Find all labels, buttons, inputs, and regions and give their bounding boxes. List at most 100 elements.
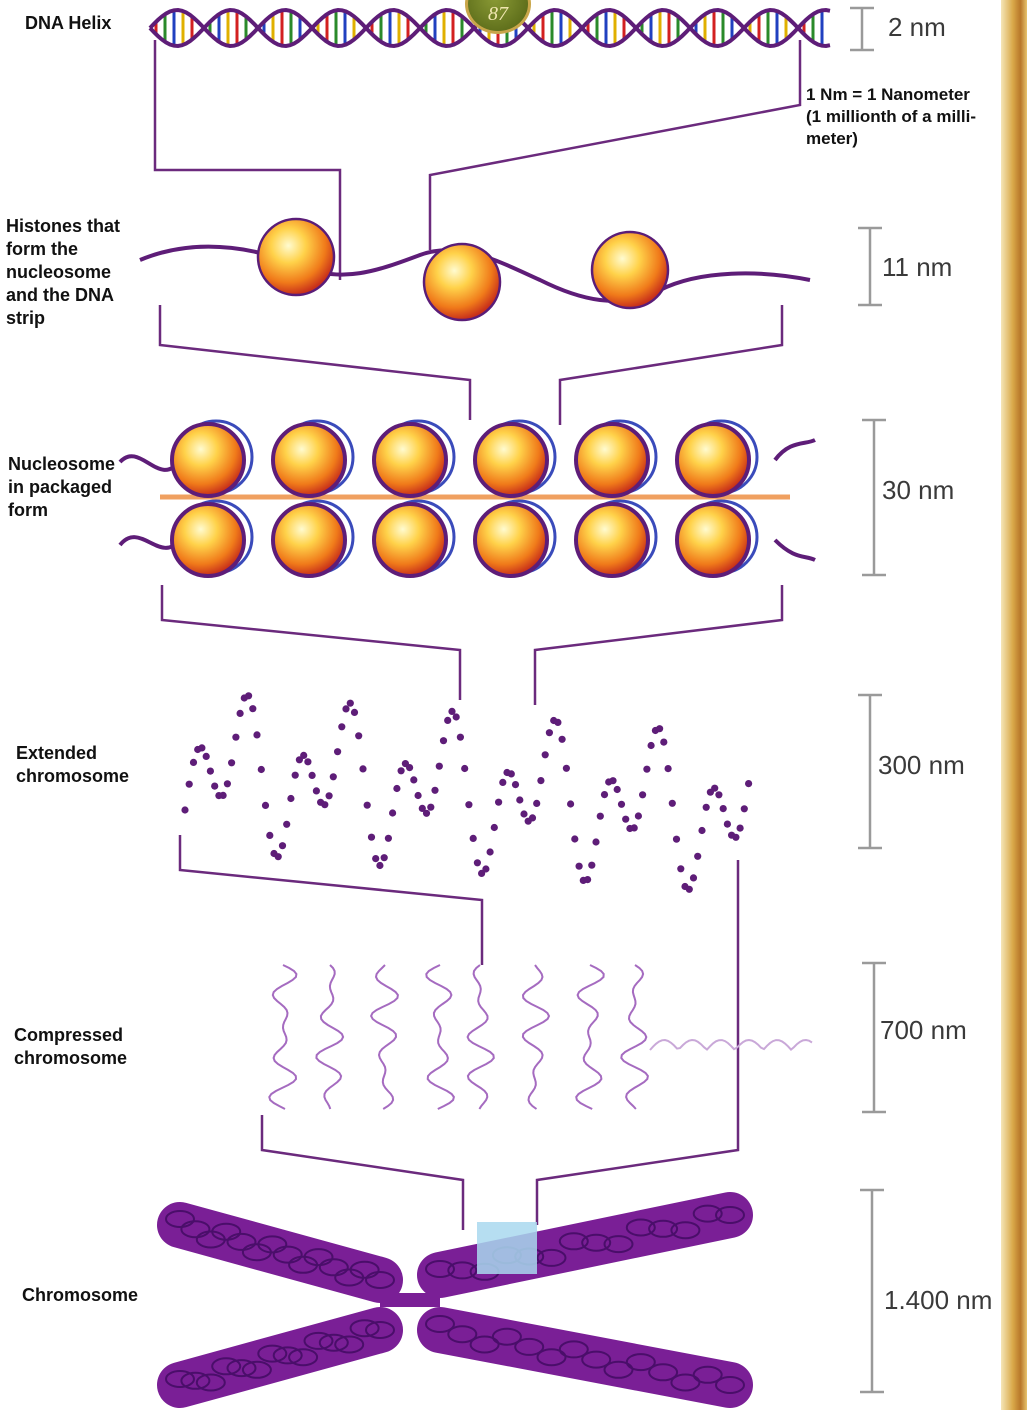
chromatin-bead bbox=[703, 804, 710, 811]
chromatin-bead bbox=[207, 768, 214, 775]
chromatin-bead bbox=[724, 821, 731, 828]
chromatin-bead bbox=[444, 717, 451, 724]
chromatin-bead bbox=[203, 753, 210, 760]
scale-label-2nm: 2 nm bbox=[888, 12, 946, 43]
chromatin-bead bbox=[559, 736, 566, 743]
label-chromosome: Chromosome bbox=[22, 1284, 138, 1307]
label-nucleosome-packaged: Nucleosome in packaged form bbox=[8, 453, 115, 522]
label-extended-chromosome: Extended chromosome bbox=[16, 742, 129, 788]
histone-sphere bbox=[424, 244, 500, 320]
chromatin-bead bbox=[495, 799, 502, 806]
chromatin-bead bbox=[622, 816, 629, 823]
chromatin-bead bbox=[431, 787, 438, 794]
nucleosome-sphere bbox=[172, 504, 244, 576]
nucleosome-sphere bbox=[677, 424, 749, 496]
compressed-loop-column bbox=[523, 965, 549, 1109]
chromatin-bead bbox=[338, 723, 345, 730]
chromatin-bead bbox=[745, 780, 752, 787]
chromatin-bead bbox=[249, 705, 256, 712]
chromatin-bead bbox=[516, 796, 523, 803]
nucleosome-packaged-drawing bbox=[120, 421, 815, 576]
chromatin-bead bbox=[482, 865, 489, 872]
connector-lines bbox=[155, 40, 800, 1230]
chromatin-bead bbox=[465, 801, 472, 808]
nucleosome-sphere bbox=[576, 424, 648, 496]
compressed-loop-column bbox=[316, 965, 343, 1109]
chromatin-bead bbox=[376, 862, 383, 869]
chromatin-bead bbox=[275, 853, 282, 860]
chromatin-bead bbox=[368, 834, 375, 841]
scale-label-700nm: 700 nm bbox=[880, 1015, 967, 1046]
connector-line bbox=[560, 305, 782, 425]
chromatin-bead bbox=[567, 800, 574, 807]
chromatin-bead bbox=[618, 801, 625, 808]
chromatin-bead bbox=[554, 719, 561, 726]
chromatin-bead bbox=[326, 792, 333, 799]
chromatin-bead bbox=[355, 732, 362, 739]
extended-chromosome-drawing bbox=[181, 692, 752, 893]
chromatin-bead bbox=[262, 802, 269, 809]
chromosome-arm bbox=[440, 1330, 730, 1385]
chromatin-bead bbox=[321, 801, 328, 808]
chromatin-bead bbox=[592, 838, 599, 845]
chromatin-bead bbox=[309, 772, 316, 779]
chromatin-bead bbox=[300, 752, 307, 759]
chromatin-bead bbox=[461, 765, 468, 772]
chromatin-bead bbox=[665, 765, 672, 772]
chromatin-bead bbox=[470, 835, 477, 842]
chromatin-bead bbox=[253, 731, 260, 738]
chromatin-bead bbox=[648, 742, 655, 749]
chromatin-bead bbox=[351, 709, 358, 716]
compressed-loop-column bbox=[371, 965, 398, 1109]
compressed-loop-column bbox=[468, 965, 494, 1109]
connector-line bbox=[160, 305, 470, 420]
chromatin-bead bbox=[313, 787, 320, 794]
chromatin-bead bbox=[487, 848, 494, 855]
chromatin-bead bbox=[673, 836, 680, 843]
chromatin-bead bbox=[601, 791, 608, 798]
connector-line bbox=[430, 40, 800, 250]
chromatin-bead bbox=[279, 842, 286, 849]
chromatin-bead bbox=[686, 886, 693, 893]
chromatin-bead bbox=[609, 777, 616, 784]
chromatin-bead bbox=[228, 759, 235, 766]
chromatin-bead bbox=[732, 834, 739, 841]
chromatin-bead bbox=[385, 835, 392, 842]
chromatin-bead bbox=[715, 791, 722, 798]
chromatin-bead bbox=[512, 781, 519, 788]
chromatin-bead bbox=[232, 734, 239, 741]
chromatin-bead bbox=[576, 863, 583, 870]
page-number: 87 bbox=[468, 3, 528, 26]
nucleosome-sphere bbox=[475, 424, 547, 496]
chromatin-bead bbox=[537, 777, 544, 784]
scale-label-300nm: 300 nm bbox=[878, 750, 965, 781]
chromatin-bead bbox=[597, 813, 604, 820]
compressed-loop-column bbox=[576, 965, 604, 1109]
chromatin-bead bbox=[266, 832, 273, 839]
chromatin-bead bbox=[440, 737, 447, 744]
connector-line bbox=[180, 835, 482, 965]
chromatin-bead bbox=[406, 764, 413, 771]
scale-label-30nm: 30 nm bbox=[882, 475, 954, 506]
chromatin-bead bbox=[529, 814, 536, 821]
compressed-loop-column bbox=[426, 965, 454, 1109]
chromatin-bead bbox=[283, 821, 290, 828]
chromatin-bead bbox=[584, 876, 591, 883]
chromatin-bead bbox=[571, 835, 578, 842]
chromatin-bead bbox=[347, 700, 354, 707]
chromatin-bead bbox=[690, 874, 697, 881]
chromatin-bead bbox=[364, 802, 371, 809]
chromatin-bead bbox=[720, 805, 727, 812]
chromatin-bead bbox=[198, 744, 205, 751]
chromatin-bead bbox=[669, 800, 676, 807]
compressed-loop-column bbox=[269, 965, 296, 1109]
chromatin-bead bbox=[639, 791, 646, 798]
page-edge-decoration bbox=[1001, 0, 1027, 1410]
connector-line bbox=[262, 1115, 463, 1230]
chromatin-bead bbox=[711, 785, 718, 792]
scale-label-11nm: 11 nm bbox=[882, 252, 952, 283]
chromatin-bead bbox=[398, 767, 405, 774]
chromatin-bead bbox=[415, 792, 422, 799]
